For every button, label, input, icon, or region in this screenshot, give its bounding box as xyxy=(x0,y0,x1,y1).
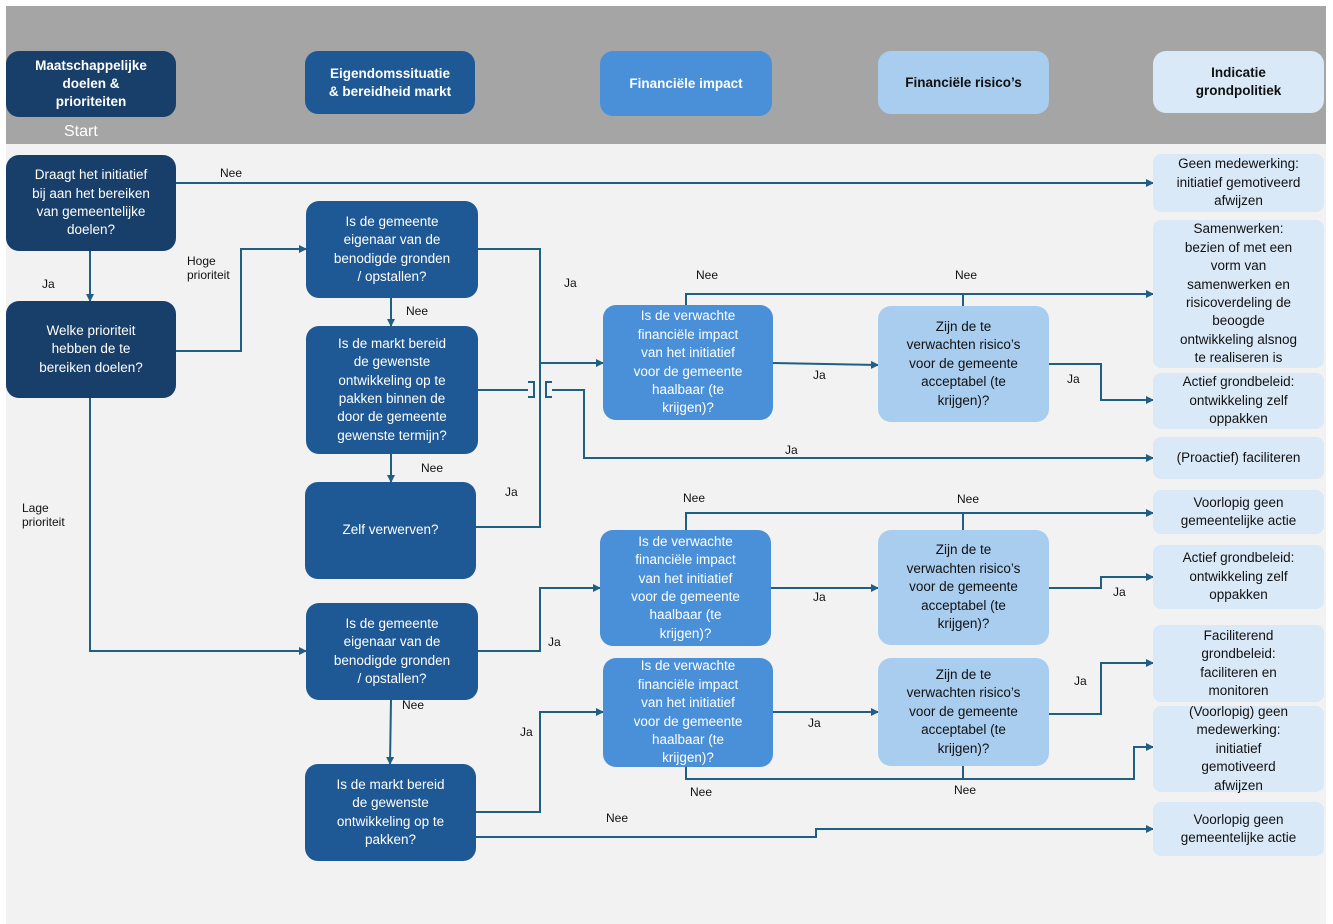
arrow-f2-nee xyxy=(685,509,1154,530)
outcome-faciliterend-grondbeleid: Faciliterend grondbeleid: faciliteren en… xyxy=(1153,625,1324,702)
arrow-f1-nee xyxy=(685,290,1154,305)
label-ja: Ja xyxy=(505,485,518,499)
decision-prioriteit: Welke prioriteit hebben de te bereiken d… xyxy=(6,301,176,398)
decision-markt-bereid-1: Is de markt bereid de gewenste ontwikkel… xyxy=(306,326,478,454)
header-maatschappelijke-doelen: Maatschappelijke doelen & prioriteiten xyxy=(6,51,176,117)
decision-financiele-impact-3: Is de verwachte financiële impact van he… xyxy=(603,658,773,767)
arrow-d7-ja-f3 xyxy=(476,708,604,813)
label-nee: Nee xyxy=(220,166,243,180)
label-ja: Ja xyxy=(813,590,826,604)
start-label: Start xyxy=(64,123,98,140)
label-ja: Ja xyxy=(1113,585,1126,599)
arrow-d6-ja-f2 xyxy=(478,584,601,652)
header-indicatie-grondpolitiek: Indicatie grondpolitiek xyxy=(1153,51,1324,113)
label-nee: Nee xyxy=(957,492,980,506)
label-nee: Nee xyxy=(690,785,713,799)
label-nee: Nee xyxy=(421,461,444,475)
decision-markt-bereid-2: Is de markt bereid de gewenste ontwikkel… xyxy=(305,764,476,861)
decision-financiele-impact-2: Is de verwachte financiële impact van he… xyxy=(600,530,771,646)
label-nee: Nee xyxy=(406,304,429,318)
label-ja: Ja xyxy=(808,716,821,730)
outcome-proactief-faciliteren: (Proactief) faciliteren xyxy=(1153,437,1324,479)
arrow-r3-ja-o7 xyxy=(1049,659,1154,715)
arrow-d2-lage-d6 xyxy=(89,398,307,655)
arrow-d2-hoge-d3 xyxy=(176,245,307,352)
label-nee: Nee xyxy=(954,783,977,797)
label-nee: Nee xyxy=(955,268,978,282)
decision-financiele-impact-1: Is de verwachte financiële impact van he… xyxy=(603,305,773,420)
header-eigendomssituatie: Eigendomssituatie & bereidheid markt xyxy=(305,51,475,114)
label-nee: Nee xyxy=(696,268,719,282)
arrow-d7-nee-o9 xyxy=(476,825,1154,838)
decision-bijdrage-doelen: Draagt het initiatief bij aan het bereik… xyxy=(6,155,176,251)
outcome-actief-grondbeleid-1: Actief grondbeleid: ontwikkeling zelf op… xyxy=(1153,373,1324,429)
outcome-voorlopig-geen-medewerking: (Voorlopig) geen medewerking: initiatief… xyxy=(1153,704,1324,793)
decision-gemeente-eigenaar-1: Is de gemeente eigenaar van de benodigde… xyxy=(306,201,478,298)
header-financiele-impact: Financiële impact xyxy=(600,51,772,116)
arrow-d6-nee-d7 xyxy=(386,699,395,765)
header-financiele-risicos: Financiële risico’s xyxy=(878,51,1049,114)
label-nee: Nee xyxy=(683,491,706,505)
decision-gemeente-eigenaar-2: Is de gemeente eigenaar van de benodigde… xyxy=(306,603,478,700)
arrow-d4-ja-o4 xyxy=(478,389,1153,458)
label-ja: Ja xyxy=(1074,674,1087,688)
label-ja: Ja xyxy=(520,725,533,739)
outcome-geen-medewerking: Geen medewerking: initiatief gemotiveerd… xyxy=(1153,154,1324,212)
arrow-d5-ja xyxy=(476,363,541,528)
arrow-f1-ja-r1 xyxy=(772,360,879,369)
decision-risicos-2: Zijn de te verwachten risico’s voor de g… xyxy=(878,530,1049,645)
label-ja: Ja xyxy=(548,635,561,649)
label-ja: Ja xyxy=(42,277,55,291)
decision-zelf-verwerven: Zelf verwerven? xyxy=(305,482,476,579)
canvas xyxy=(6,6,1326,924)
line-crossing xyxy=(528,381,552,398)
outcome-actief-grondbeleid-2: Actief grondbeleid: ontwikkeling zelf op… xyxy=(1153,545,1324,609)
outcome-samenwerken: Samenwerken: bezien of met een vorm van … xyxy=(1153,220,1324,368)
arrow-d3-ja-f1 xyxy=(478,248,604,367)
decision-risicos-3: Zijn de te verwachten risico’s voor de g… xyxy=(878,658,1049,766)
outcome-voorlopig-geen-actie-1: Voorlopig geen gemeentelijke actie xyxy=(1153,490,1324,534)
arrow-r1-ja-o3 xyxy=(1049,363,1154,404)
label-nee: Nee xyxy=(606,811,629,825)
decision-risicos-1: Zijn de te verwachten risico’s voor de g… xyxy=(878,306,1049,422)
arrow-f3-nee-o8 xyxy=(685,743,1154,780)
arrow-r2-ja-o6 xyxy=(1049,573,1154,589)
label-hoge-prioriteit: Hoge prioriteit xyxy=(187,254,230,282)
outcome-voorlopig-geen-actie-2: Voorlopig geen gemeentelijke actie xyxy=(1153,802,1324,856)
label-ja: Ja xyxy=(564,276,577,290)
label-ja: Ja xyxy=(785,443,798,457)
label-ja: Ja xyxy=(1067,372,1080,386)
label-nee: Nee xyxy=(402,698,425,712)
label-lage-prioriteit: Lage prioriteit xyxy=(22,501,65,529)
label-ja: Ja xyxy=(813,368,826,382)
